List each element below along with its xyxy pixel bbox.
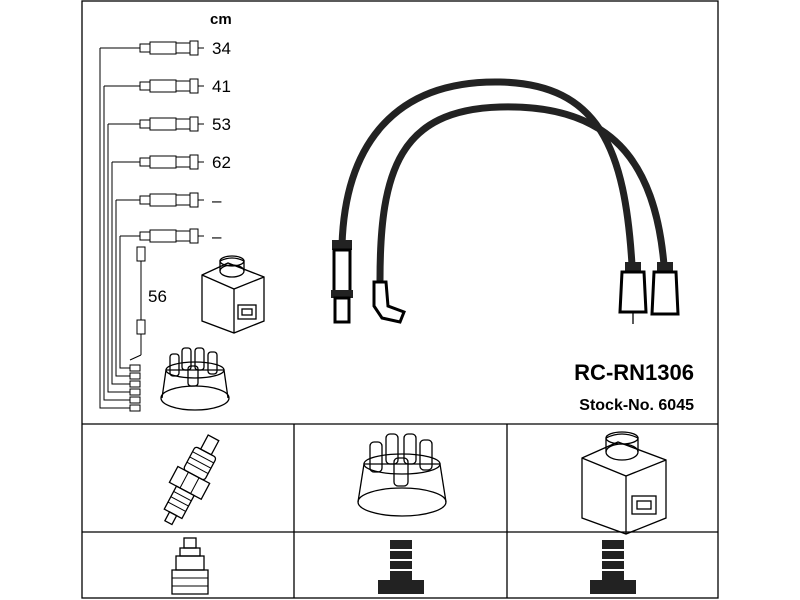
plug-boot-2	[650, 262, 680, 316]
wire-lead: 41	[104, 77, 231, 96]
lead-length-label: –	[212, 191, 222, 210]
coil-lead-length: 56	[148, 287, 167, 306]
spark-plug-icon	[163, 434, 220, 526]
stock-number: Stock-No. 6045	[579, 397, 694, 414]
ignition-coil-icon	[581, 431, 667, 535]
wire-lead: 62	[112, 153, 231, 172]
straight-boot	[331, 240, 353, 324]
part-code: RC-RN1306	[574, 360, 694, 385]
bundle-terminals	[129, 364, 141, 412]
distributor-cap-icon	[357, 433, 447, 517]
frame	[81, 0, 719, 599]
plug-boot-1	[618, 262, 648, 324]
connector-terminal-icon	[590, 540, 636, 594]
lead-length-label: –	[212, 227, 222, 246]
angled-boot	[372, 280, 406, 324]
wire-bundle	[99, 48, 130, 409]
lead-set: 34 41 53 62 – –	[99, 39, 231, 412]
lead-length-label: 53	[212, 115, 231, 134]
wire-lead: 53	[108, 115, 231, 134]
distributor-cap-icon	[160, 347, 230, 411]
lead-length-label: 34	[212, 39, 231, 58]
lead-length-label: 62	[212, 153, 231, 172]
unit-label: cm	[210, 11, 232, 28]
lead-length-label: 41	[212, 77, 231, 96]
wire-lead: –	[120, 227, 222, 246]
ignition-coil-icon	[201, 255, 265, 334]
wire-lead: –	[116, 191, 222, 210]
connector-terminal-icon	[378, 540, 424, 594]
wire-lead: 34	[100, 39, 231, 58]
ignition-cables	[331, 78, 680, 324]
coil-lead	[129, 246, 146, 361]
connector-terminal-icon	[171, 537, 209, 595]
